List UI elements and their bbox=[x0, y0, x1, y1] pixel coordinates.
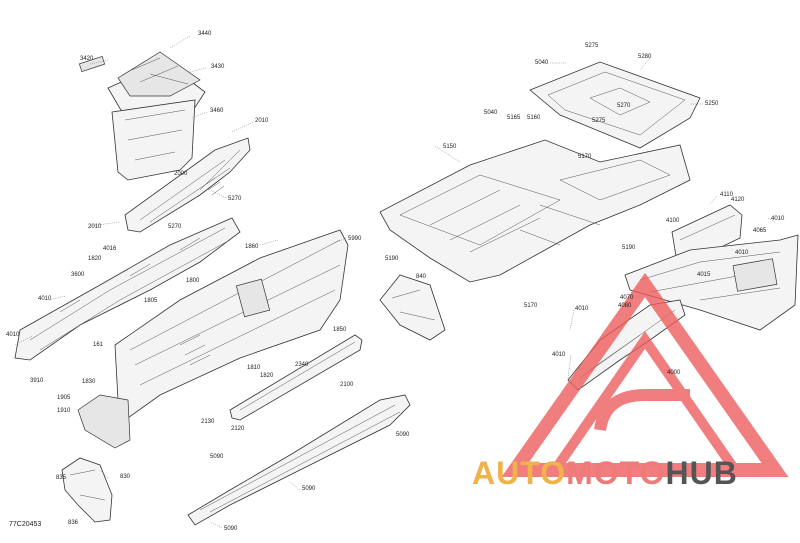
callout-label: 1805 bbox=[144, 298, 158, 304]
callout-label: 840 bbox=[416, 274, 427, 280]
callout-label: 4080 bbox=[618, 303, 632, 309]
callout-label: 3420 bbox=[80, 56, 94, 62]
callout-label: 3440 bbox=[198, 31, 212, 37]
storage-box-assembly bbox=[78, 51, 206, 181]
bracket-2000 bbox=[124, 137, 251, 233]
callout-label: 4015 bbox=[697, 272, 711, 278]
bracket-830 bbox=[61, 457, 113, 523]
wall-1800 bbox=[77, 229, 349, 449]
latch-3420 bbox=[78, 56, 106, 72]
callout-label: 4010 bbox=[575, 306, 589, 312]
callout-label: 4110 bbox=[720, 192, 734, 198]
watermark-triangle bbox=[501, 272, 789, 477]
cargo-tray-5250 bbox=[529, 61, 701, 149]
storage-bin bbox=[111, 99, 196, 181]
callout-label: 5090 bbox=[210, 454, 224, 460]
callout-label: 4070 bbox=[620, 295, 634, 301]
panel-3600 bbox=[14, 217, 241, 361]
callout-label: 4010 bbox=[38, 296, 52, 302]
callout-label: 830 bbox=[120, 474, 131, 480]
watermark-moto: MOTO bbox=[566, 455, 666, 491]
callout-labels: 3420 3440 3430 3460 2010 2000 5270 5270 … bbox=[6, 31, 785, 532]
callout-label: 5280 bbox=[638, 54, 652, 60]
callout-label: 5170 bbox=[524, 303, 538, 309]
callout-label: 4010 bbox=[771, 216, 785, 222]
callout-label: 1800 bbox=[186, 278, 200, 284]
leader-lines bbox=[14, 35, 776, 529]
callout-label: 5150 bbox=[443, 144, 457, 150]
panel-840 bbox=[379, 274, 446, 341]
callout-label: 2100 bbox=[340, 382, 354, 388]
callout-label: 836 bbox=[68, 520, 79, 526]
callout-label: 2130 bbox=[201, 419, 215, 425]
callout-label: 2120 bbox=[231, 426, 245, 432]
callout-label: 5040 bbox=[535, 60, 549, 66]
callout-label: 5270 bbox=[168, 224, 182, 230]
callout-label: 5190 bbox=[622, 245, 636, 251]
callout-label: 1910 bbox=[57, 408, 71, 414]
floor-5150 bbox=[379, 139, 691, 283]
callout-label: 4010 bbox=[6, 332, 20, 338]
callout-label: 835 bbox=[56, 475, 67, 481]
callout-label: 5090 bbox=[396, 432, 410, 438]
figure-code: 77C20453 bbox=[9, 521, 42, 528]
rail-5090 bbox=[187, 394, 411, 526]
callout-label: 5090 bbox=[302, 486, 316, 492]
callout-label: 1830 bbox=[82, 379, 96, 385]
watermark-auto: AUTO bbox=[472, 455, 567, 491]
watermark-logo: AUTOMOTOHUB bbox=[472, 455, 792, 491]
callout-label: 4010 bbox=[735, 250, 749, 256]
callout-label: 1905 bbox=[57, 395, 71, 401]
callout-label: 4010 bbox=[552, 352, 566, 358]
side-panel-4010 bbox=[624, 234, 799, 331]
callout-label: 5165 bbox=[507, 115, 521, 121]
callout-label: 3600 bbox=[71, 272, 85, 278]
callout-label: 3910 bbox=[30, 378, 44, 384]
callout-label: 3460 bbox=[210, 108, 224, 114]
callout-label: 4000 bbox=[667, 370, 681, 376]
callout-label: 2000 bbox=[174, 171, 188, 177]
callout-label: 5275 bbox=[592, 118, 606, 124]
callout-label: 2010 bbox=[255, 118, 269, 124]
callout-label: 1810 bbox=[247, 365, 261, 371]
callout-label: 5170 bbox=[578, 154, 592, 160]
callout-label: 4100 bbox=[666, 218, 680, 224]
callout-label: 4016 bbox=[103, 246, 117, 252]
callout-label: 3430 bbox=[211, 64, 225, 70]
callout-label: 5250 bbox=[705, 101, 719, 107]
callout-label: 5090 bbox=[224, 526, 238, 532]
callout-label: 5190 bbox=[385, 256, 399, 262]
watermark-hub: HUB bbox=[665, 455, 738, 491]
callout-label: 5270 bbox=[228, 196, 242, 202]
callout-label: 1820 bbox=[260, 373, 274, 379]
callout-label: 2010 bbox=[88, 224, 102, 230]
rail-2100 bbox=[229, 334, 363, 421]
callout-label: 4120 bbox=[731, 197, 745, 203]
callout-label: 5270 bbox=[617, 103, 631, 109]
callout-label: 5990 bbox=[348, 236, 362, 242]
callout-label: 2340 bbox=[295, 362, 309, 368]
callout-label: 1860 bbox=[245, 244, 259, 250]
callout-label: 4065 bbox=[753, 228, 767, 234]
callout-label: 1850 bbox=[333, 327, 347, 333]
callout-label: 1820 bbox=[88, 256, 102, 262]
callout-label: 5275 bbox=[585, 43, 599, 49]
callout-label: 161 bbox=[93, 342, 104, 348]
callout-label: 5040 bbox=[484, 110, 498, 116]
callout-label: 5160 bbox=[527, 115, 541, 121]
